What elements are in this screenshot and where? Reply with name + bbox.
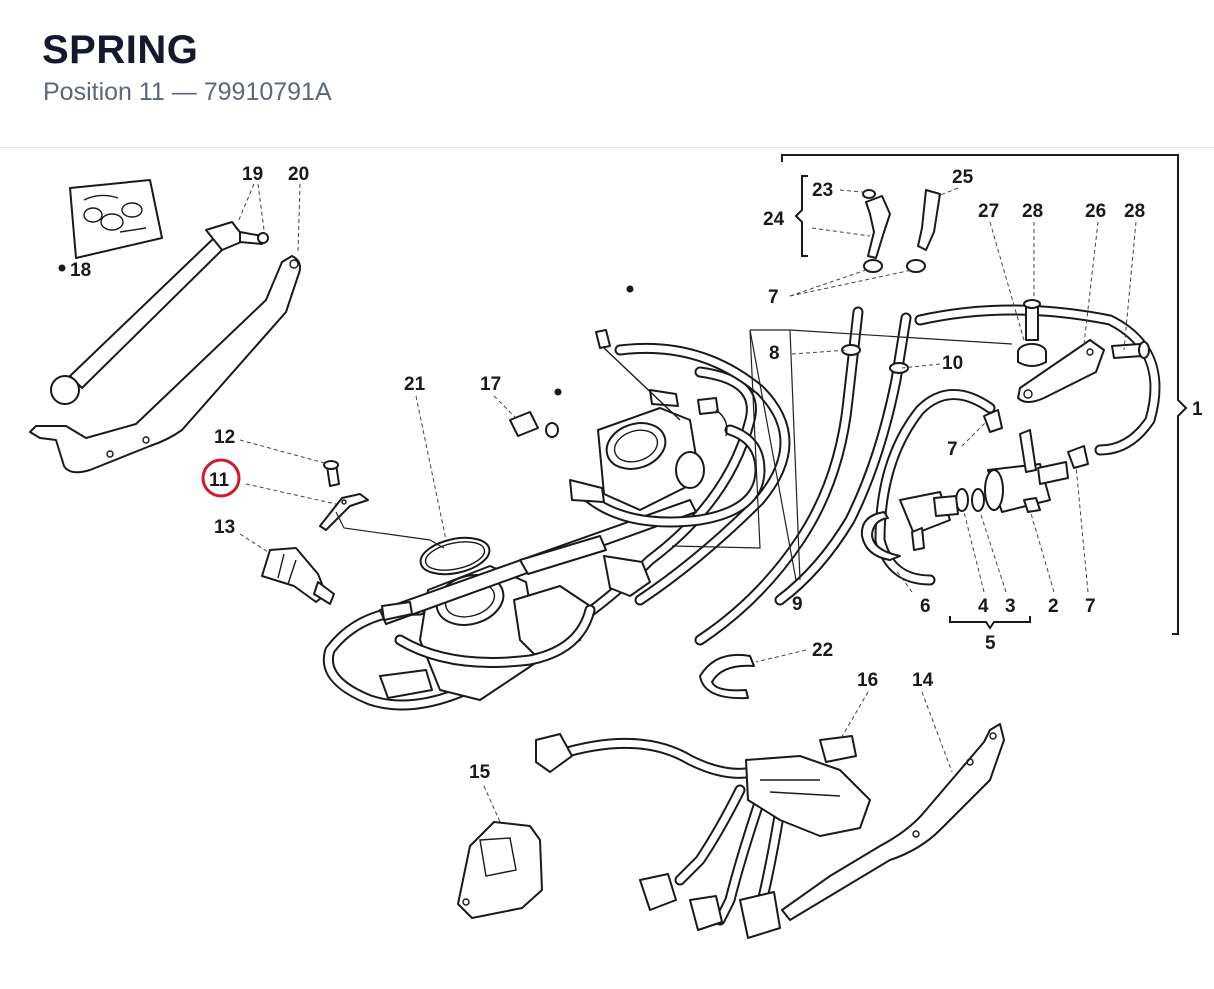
part-12-screw[interactable] (323, 460, 340, 487)
part-labels: 19 20 18 12 11 13 21 17 23 24 25 7 27 28… (70, 164, 1203, 783)
label-2[interactable]: 2 (1048, 596, 1059, 617)
label-5[interactable]: 5 (985, 633, 996, 654)
label-20[interactable]: 20 (288, 164, 309, 185)
label-7-right[interactable]: 7 (1085, 596, 1096, 617)
label-26[interactable]: 26 (1085, 201, 1106, 222)
part-14-bracket[interactable] (781, 723, 1005, 921)
group-24-brace (794, 175, 808, 257)
label-12[interactable]: 12 (214, 427, 235, 448)
group-1-brace (781, 154, 1188, 635)
label-4[interactable]: 4 (978, 596, 989, 617)
label-28-left[interactable]: 28 (1022, 201, 1043, 222)
part-5-regulator-body[interactable] (899, 491, 959, 551)
label-18[interactable]: 18 (70, 260, 91, 281)
label-3[interactable]: 3 (1005, 596, 1016, 617)
label-16[interactable]: 16 (857, 670, 878, 691)
part-21-o-ring[interactable] (417, 532, 493, 580)
part-22-hose-clamp[interactable] (699, 654, 755, 700)
part-11-spring[interactable] (319, 493, 369, 531)
part-16-wiring-harness[interactable] (535, 733, 871, 939)
part-6-clamp[interactable] (860, 511, 901, 561)
page-subtitle: Position 11 — 79910791A (43, 78, 332, 106)
label-28-right[interactable]: 28 (1124, 201, 1145, 222)
part-2-pressure-regulator[interactable] (984, 429, 1069, 513)
part-23-washer[interactable] (862, 189, 876, 199)
part-7-clip[interactable] (983, 409, 1089, 469)
part-26-mount-bracket[interactable] (1017, 339, 1105, 403)
bullet-dot-icon (554, 388, 562, 396)
return-hose-loop[interactable] (874, 304, 1161, 586)
red-circle-highlight-icon (201, 458, 241, 498)
label-6[interactable]: 6 (920, 596, 931, 617)
label-27[interactable]: 27 (978, 201, 999, 222)
bullet-dot-icon (626, 285, 634, 293)
part-8-hose[interactable] (694, 306, 864, 646)
part-27-rubber-mount[interactable] (1017, 343, 1047, 367)
page-title: SPRING (42, 28, 199, 72)
label-7-top[interactable]: 7 (768, 287, 779, 308)
page-header: SPRING Position 11 — 79910791A (0, 0, 1214, 148)
label-23[interactable]: 23 (812, 180, 833, 201)
part-3-o-ring[interactable] (971, 488, 985, 512)
part-20-bracket[interactable] (29, 255, 301, 474)
label-25[interactable]: 25 (952, 167, 974, 188)
label-13[interactable]: 13 (214, 517, 235, 538)
label-15[interactable]: 15 (469, 762, 491, 783)
throttle-body-assembly[interactable] (323, 329, 791, 711)
part-25-straight-fitting[interactable] (906, 189, 941, 273)
label-17[interactable]: 17 (480, 374, 501, 395)
label-7-mid[interactable]: 7 (947, 439, 958, 460)
group-5-brace (949, 616, 1031, 630)
label-19[interactable]: 19 (242, 164, 263, 185)
label-21[interactable]: 21 (404, 374, 426, 395)
label-10[interactable]: 10 (942, 353, 963, 374)
part-24-elbow-fitting[interactable] (863, 195, 891, 273)
part-15-ecu-cover[interactable] (457, 821, 543, 919)
label-9[interactable]: 9 (792, 594, 803, 615)
exploded-parts-diagram: 19 20 18 12 11 13 21 17 23 24 25 7 27 28… (0, 148, 1214, 989)
label-24[interactable]: 24 (763, 209, 785, 230)
bullet-dot-icon (58, 264, 66, 272)
label-22[interactable]: 22 (812, 640, 833, 661)
label-14[interactable]: 14 (912, 670, 934, 691)
label-11[interactable]: 11 (209, 470, 230, 491)
part-17-sensor[interactable] (509, 411, 559, 438)
part-10-hose[interactable] (774, 312, 912, 606)
label-1[interactable]: 1 (1192, 399, 1203, 420)
part-19-linkage-rod[interactable] (50, 221, 269, 405)
label-8[interactable]: 8 (769, 343, 780, 364)
part-18-gasket-kit[interactable] (69, 179, 163, 259)
leader-lines (237, 183, 1137, 823)
part-13-injector[interactable] (261, 547, 335, 605)
part-28-bolt[interactable] (1023, 299, 1150, 359)
